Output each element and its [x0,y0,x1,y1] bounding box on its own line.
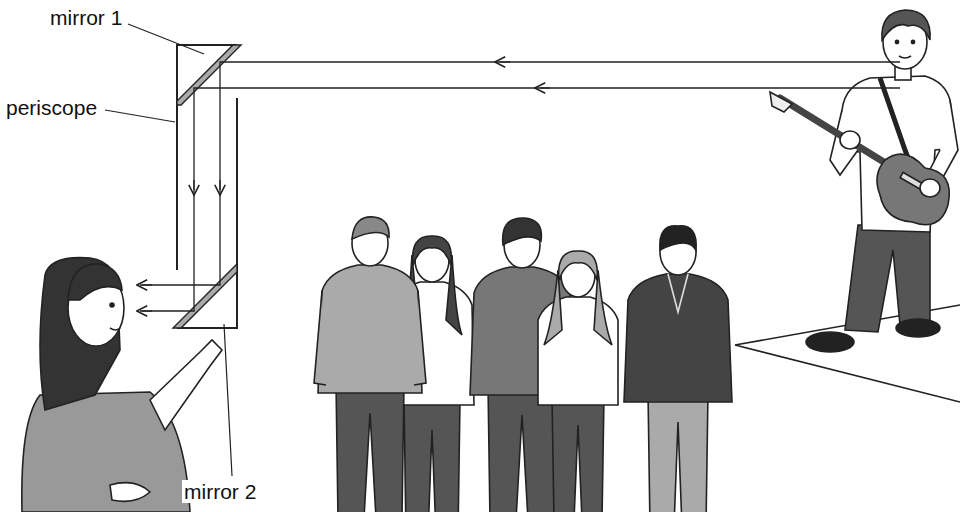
leader-line [105,24,232,476]
part-label: mirror 1 [48,6,124,29]
part-label: mirror 2 [182,480,258,503]
guitarist [770,10,958,352]
girl-observer [22,258,222,512]
light-ray [140,62,900,311]
part-label: periscope [4,96,99,119]
crowd [314,217,732,512]
